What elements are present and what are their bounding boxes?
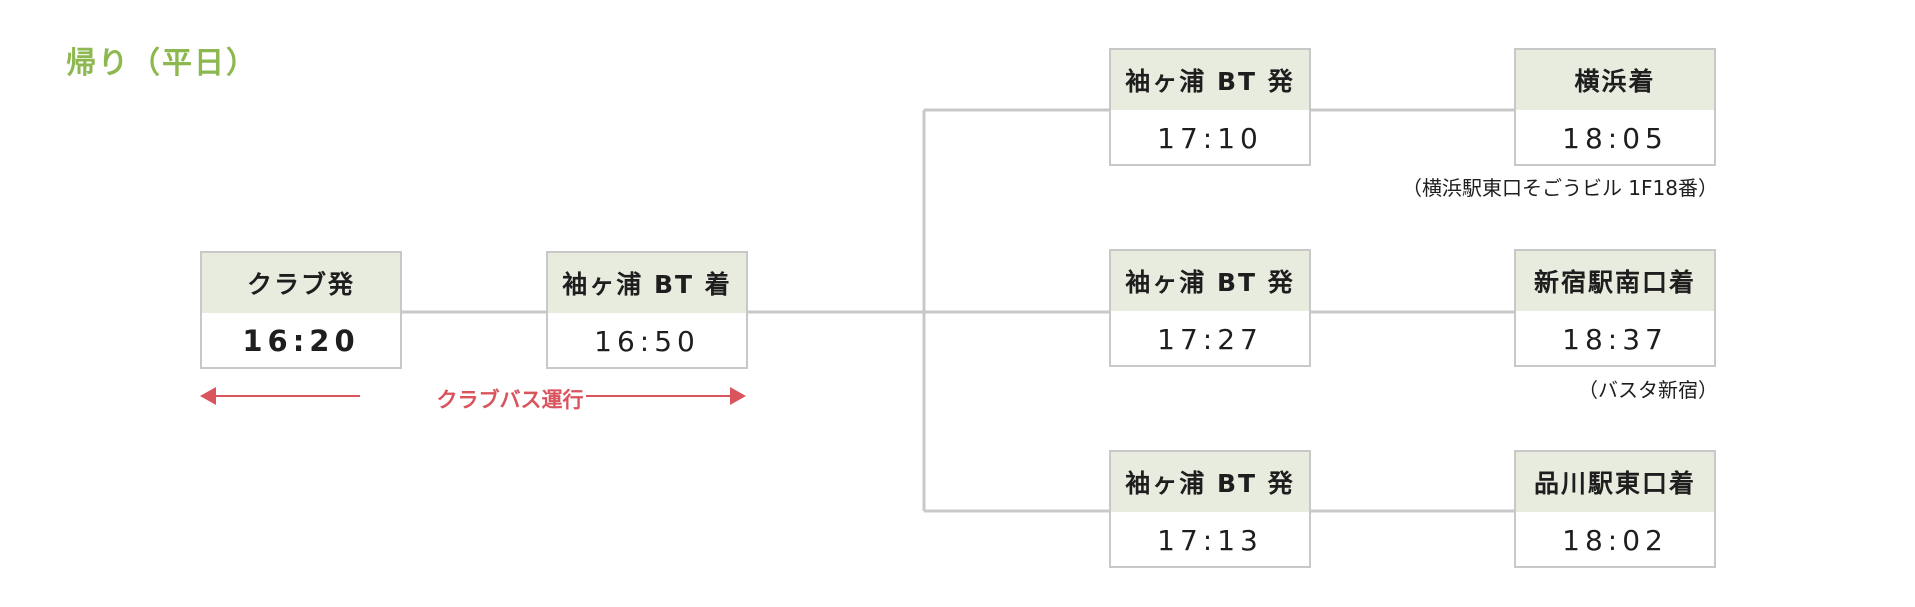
route-3-departure-box: 袖ヶ浦 BT 発 17:13 xyxy=(1109,450,1311,568)
club-departure-label: クラブ発 xyxy=(202,253,400,313)
route-3-arrival-label: 品川駅東口着 xyxy=(1516,452,1714,512)
arrow-left-head xyxy=(200,387,216,405)
bt-arrival-time: 16:50 xyxy=(594,324,700,358)
page-title: 帰り（平日） xyxy=(66,46,258,81)
route-2-note: （バスタ新宿） xyxy=(1578,378,1718,402)
route-1-arrival-label: 横浜着 xyxy=(1516,50,1714,110)
route-3-arrival-box: 品川駅東口着 18:02 xyxy=(1514,450,1716,568)
club-departure-box: クラブ発 16:20 xyxy=(200,251,402,369)
route-1-departure-label: 袖ヶ浦 BT 発 xyxy=(1111,50,1309,110)
route-1-arrival-box: 横浜着 18:05 xyxy=(1514,48,1716,166)
route-2-arrival-box: 新宿駅南口着 18:37 xyxy=(1514,249,1716,367)
route-3-departure-time: 17:13 xyxy=(1157,523,1263,557)
route-3-departure-label: 袖ヶ浦 BT 発 xyxy=(1111,452,1309,512)
club-bus-label: クラブバス運行 xyxy=(436,388,584,412)
route-2-arrival-time: 18:37 xyxy=(1562,322,1668,356)
bt-arrival-box: 袖ヶ浦 BT 着 16:50 xyxy=(546,251,748,369)
club-departure-time: 16:20 xyxy=(242,324,360,358)
route-1-arrival-time: 18:05 xyxy=(1562,121,1668,155)
route-2-departure-box: 袖ヶ浦 BT 発 17:27 xyxy=(1109,249,1311,367)
route-1-departure-time: 17:10 xyxy=(1157,121,1263,155)
route-2-departure-time: 17:27 xyxy=(1157,322,1263,356)
arrow-right-head xyxy=(730,387,746,405)
route-2-arrival-label: 新宿駅南口着 xyxy=(1516,251,1714,311)
route-1-note: （横浜駅東口そごうビル 1F18番） xyxy=(1401,176,1718,200)
route-1-departure-box: 袖ヶ浦 BT 発 17:10 xyxy=(1109,48,1311,166)
route-3-arrival-time: 18:02 xyxy=(1562,523,1668,557)
bt-arrival-label: 袖ヶ浦 BT 着 xyxy=(548,253,746,313)
route-2-departure-label: 袖ヶ浦 BT 発 xyxy=(1111,251,1309,311)
